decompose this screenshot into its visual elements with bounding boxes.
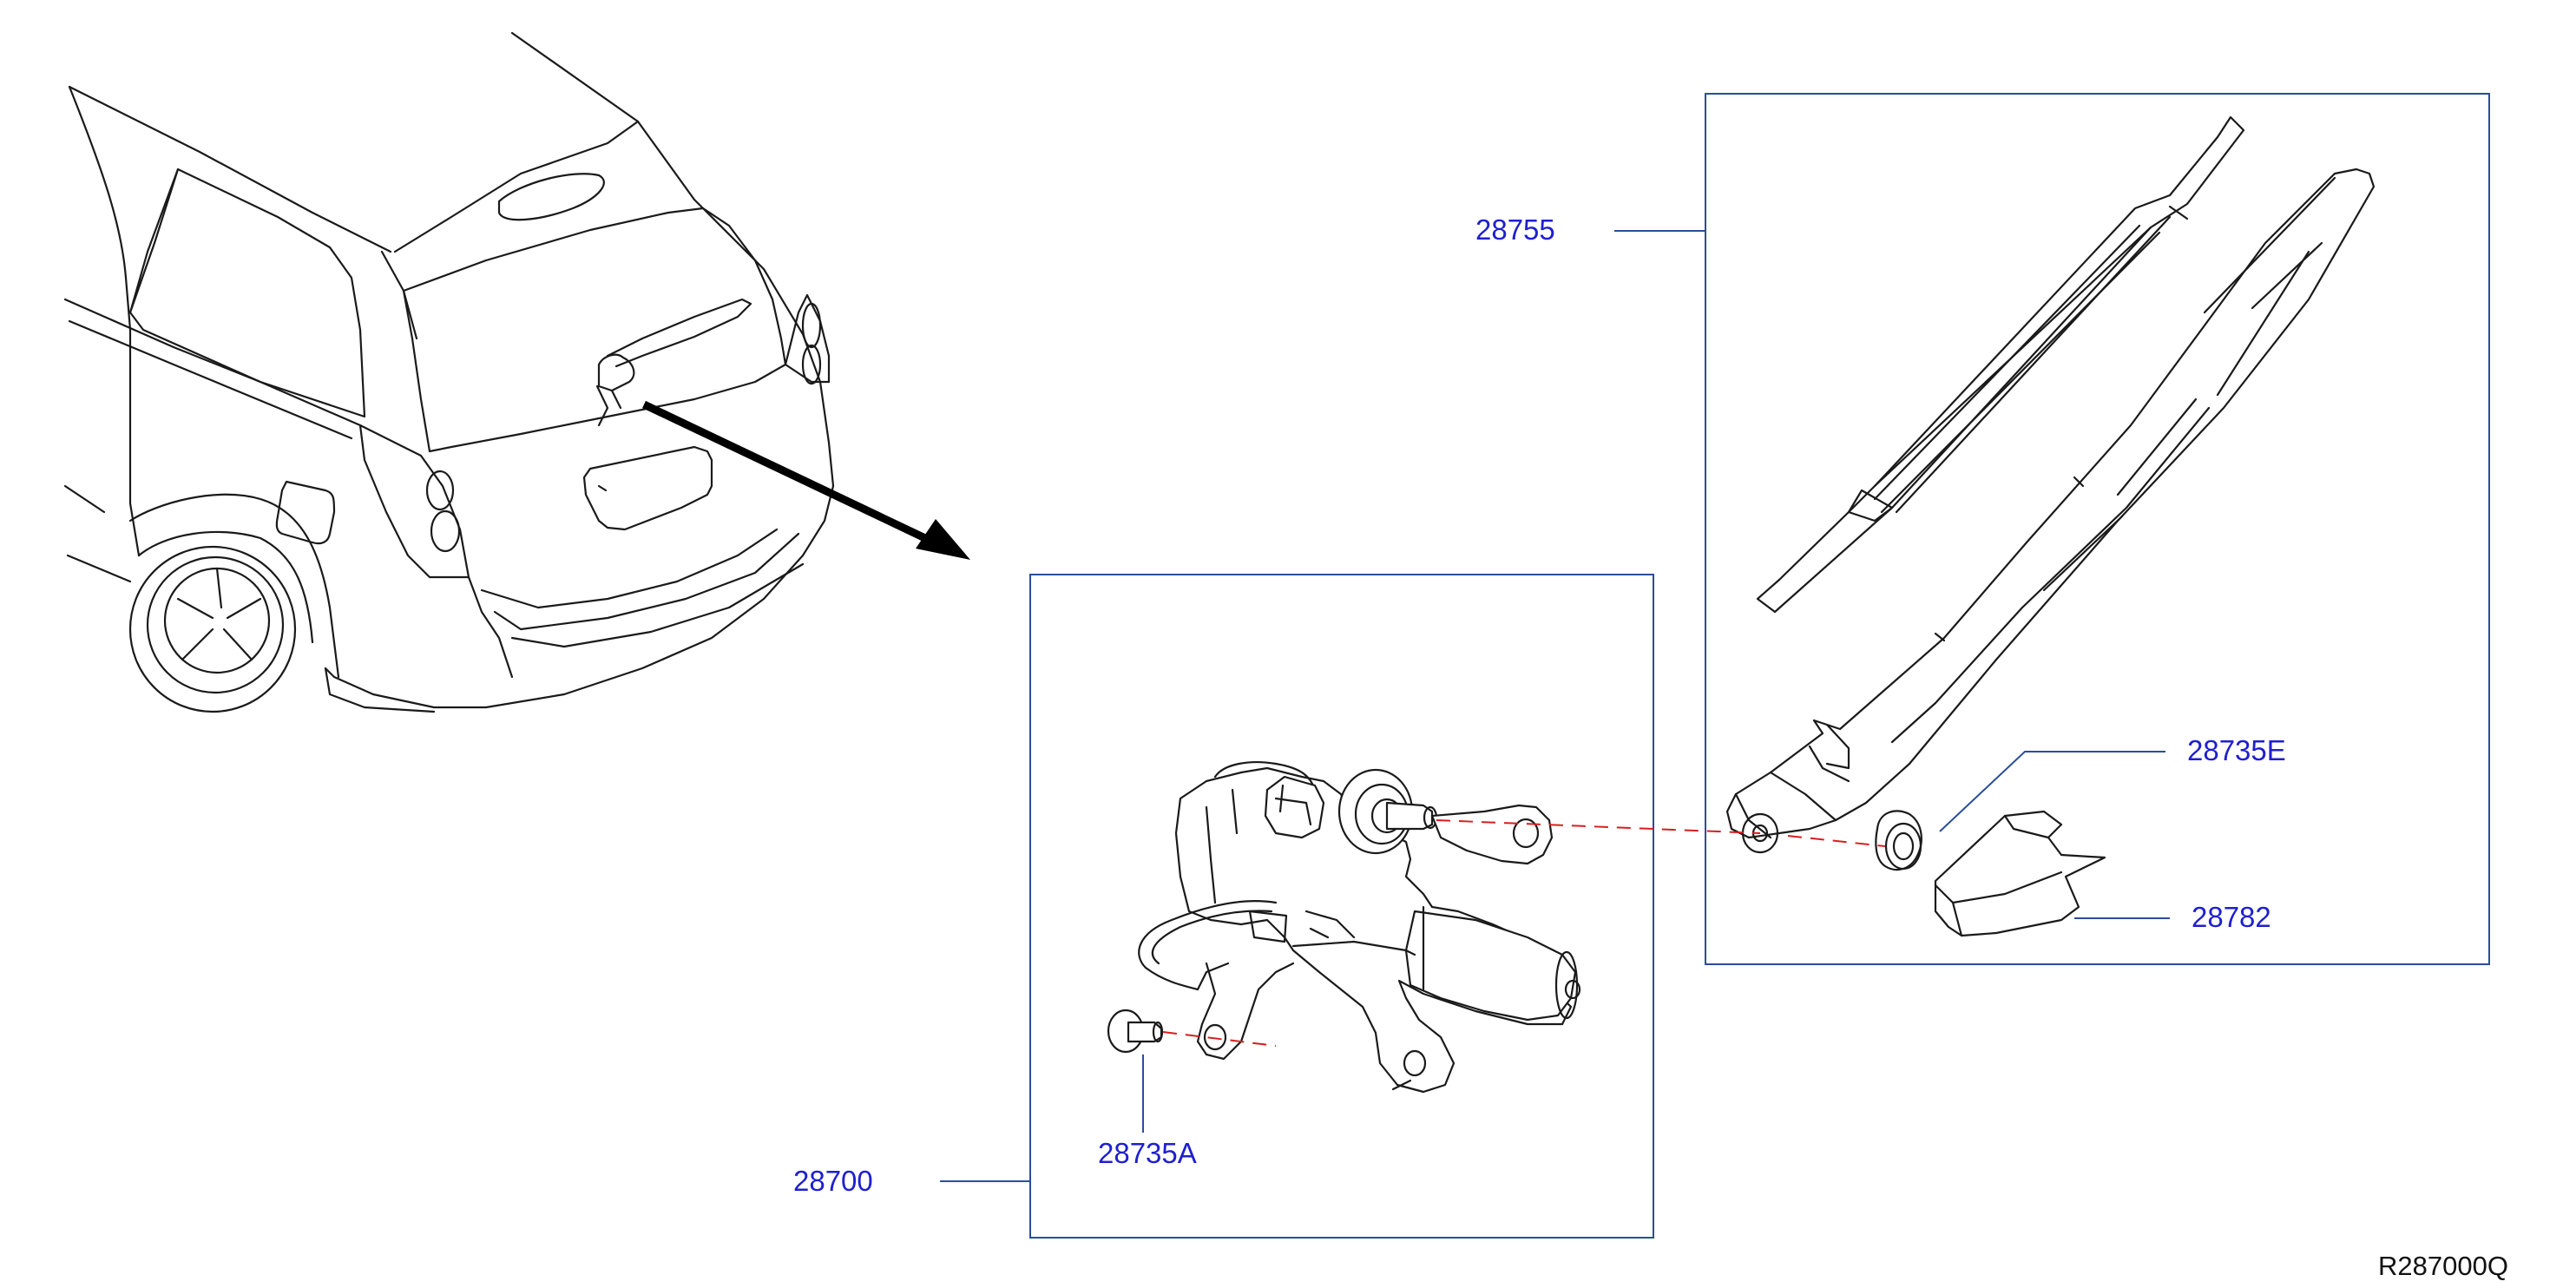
blade-arm-group-frame xyxy=(1705,93,2490,965)
part-label-28700: 28700 xyxy=(793,1165,873,1197)
leader-28735e xyxy=(1939,751,2165,832)
bolt-28735a xyxy=(1107,1009,1164,1054)
alignment-line-nut xyxy=(1787,835,1886,847)
cap-28782 xyxy=(1934,810,2106,937)
wiper-arm xyxy=(1725,168,2376,854)
motor-group-frame xyxy=(1029,574,1654,1239)
alignment-line-bolt xyxy=(1162,1031,1277,1047)
arrow-head xyxy=(916,519,970,560)
vehicle-rear-view-illustration xyxy=(63,31,970,713)
part-label-28735a: 28735A xyxy=(1098,1137,1197,1169)
reference-code: R287000Q xyxy=(2378,1251,2508,1281)
wiper-blade xyxy=(1756,115,2245,614)
part-label-28782: 28782 xyxy=(2192,901,2271,933)
part-label-28735e: 28735E xyxy=(2187,734,2286,766)
nut-28735e xyxy=(1875,810,1922,871)
wiper-motor xyxy=(1138,761,1581,1094)
part-label-28755: 28755 xyxy=(1475,214,1555,246)
alignment-line-arm xyxy=(1436,819,1761,834)
